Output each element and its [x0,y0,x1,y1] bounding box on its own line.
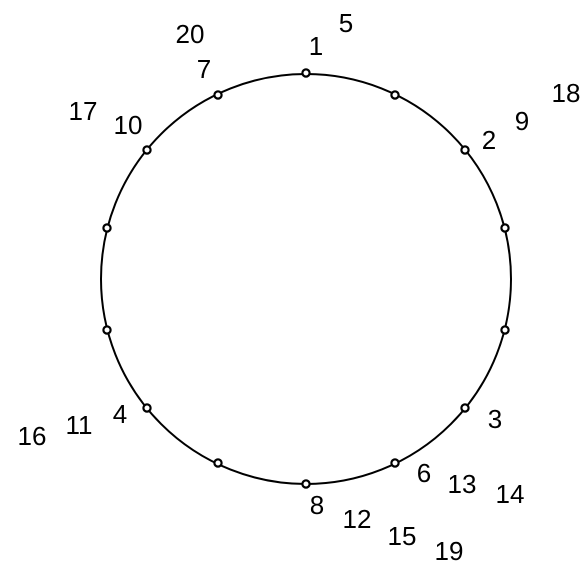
node-7 [390,458,400,468]
node-1 [301,68,311,78]
node-label: 1 [309,31,323,61]
node-12 [102,223,112,233]
node-6 [460,403,470,413]
node-label: 4 [113,399,127,429]
nodes-group [102,68,510,489]
node-label: 10 [114,110,143,140]
node-label: 9 [515,106,529,136]
node-11 [102,325,112,335]
node-2 [390,90,400,100]
node-label: 6 [417,458,431,488]
ring [100,73,512,485]
node-label: 12 [343,504,372,534]
node-label: 5 [339,8,353,38]
node-5 [500,325,510,335]
node-label: 15 [388,521,417,551]
node-label: 11 [66,410,93,440]
node-8 [301,479,311,489]
node-label: 16 [18,421,47,451]
node-9 [213,458,223,468]
node-label: 13 [448,469,477,499]
node-label: 14 [496,479,525,509]
node-label: 2 [482,125,496,155]
node-3 [460,145,470,155]
node-label: 20 [176,19,205,49]
node-label: 8 [310,490,324,520]
labels-group: 15 29 18 3 6 13 14 8 12 15 19 4 11 16 10 17 7 20 [18,8,581,566]
node-13 [142,145,152,155]
node-label: 7 [197,54,211,84]
node-14 [213,90,223,100]
node-label: 19 [435,536,464,566]
node-label: 18 [552,78,581,108]
node-label: 17 [69,96,98,126]
node-10 [142,403,152,413]
node-label: 3 [488,404,502,434]
node-4 [500,223,510,233]
